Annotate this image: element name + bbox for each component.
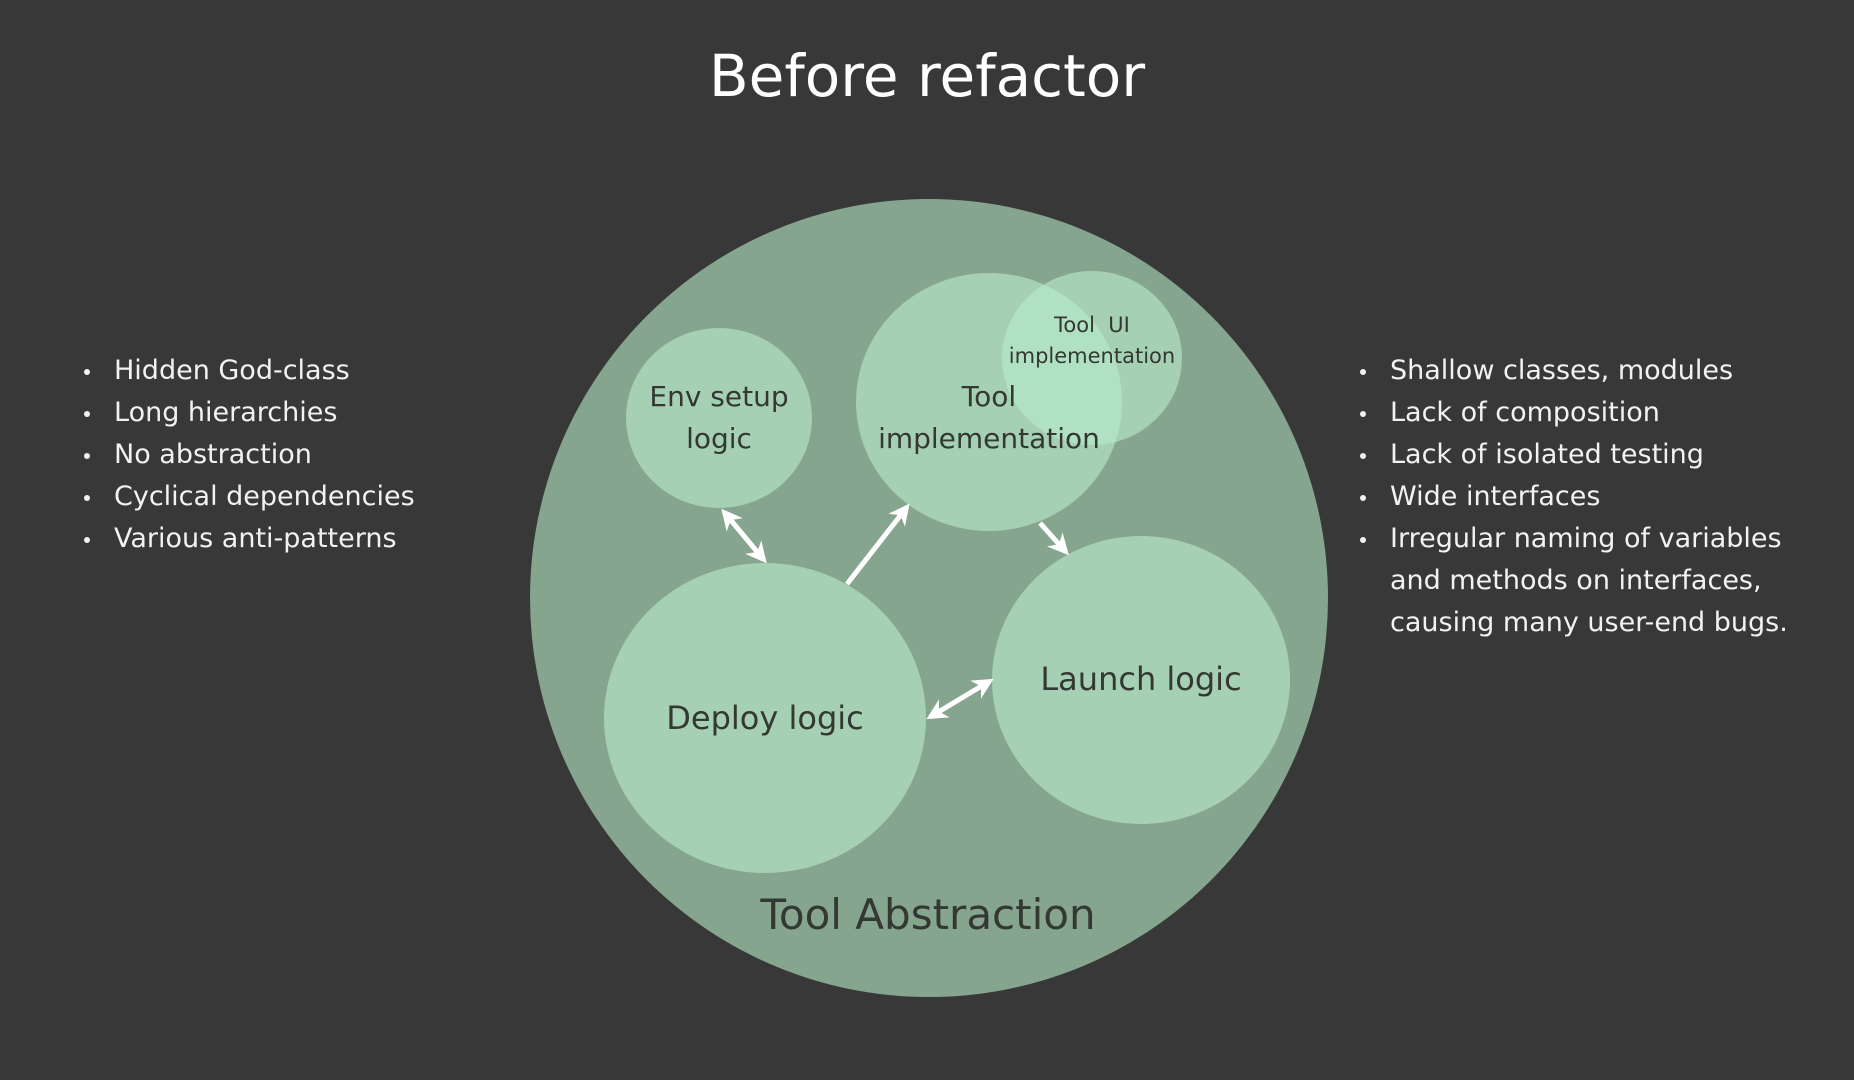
launch-logic-label: Launch logic	[1040, 660, 1241, 698]
list-item: Lack of composition	[1360, 392, 1820, 434]
tool-implementation-label: Tool	[961, 380, 1016, 413]
deploy-launch-arrow	[926, 678, 994, 720]
launch-logic-node	[992, 536, 1290, 824]
list-item: No abstraction	[84, 434, 484, 476]
list-item: Various anti-patterns	[84, 518, 484, 560]
left-bullet-list: Hidden God-class Long hierarchies No abs…	[84, 350, 484, 560]
list-item: Long hierarchies	[84, 392, 484, 434]
tool-implementation-label: implementation	[878, 422, 1100, 455]
tool-ui-label: implementation	[1009, 344, 1175, 368]
list-item: Wide interfaces	[1360, 476, 1820, 518]
tool-ui-label: Tool UI	[1053, 313, 1130, 337]
list-item: Shallow classes, modules	[1360, 350, 1820, 392]
list-item: Cyclical dependencies	[84, 476, 484, 518]
env-setup-label: Env setup	[649, 380, 788, 413]
overlap-region	[1002, 273, 1122, 445]
tool-abstraction-label: Tool Abstraction	[759, 890, 1095, 939]
list-item: Irregular naming of variables and method…	[1360, 518, 1820, 644]
deploy-logic-label: Deploy logic	[666, 699, 863, 737]
deploy-to-tool-arrow	[845, 503, 910, 586]
env-setup-node	[626, 328, 812, 508]
deploy-logic-node	[604, 563, 926, 873]
env-deploy-arrow	[721, 508, 767, 564]
list-item: Lack of isolated testing	[1360, 434, 1820, 476]
list-item: Hidden God-class	[84, 350, 484, 392]
tool-to-launch-arrow	[1038, 521, 1069, 556]
env-setup-label: logic	[686, 422, 752, 455]
slide-title: Before refactor	[708, 42, 1146, 110]
right-bullet-list: Shallow classes, modules Lack of composi…	[1360, 350, 1820, 644]
